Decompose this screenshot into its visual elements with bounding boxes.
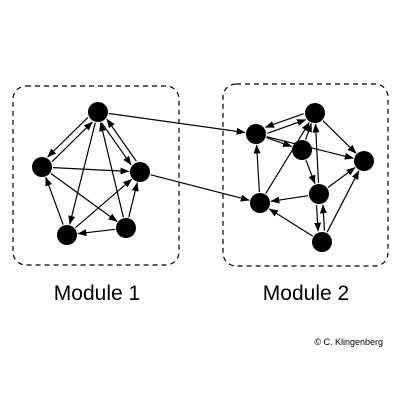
nodes-group <box>32 102 374 252</box>
edge-arrow <box>101 122 132 166</box>
edge-arrow <box>266 137 293 147</box>
edge-arrow <box>319 204 327 231</box>
network-node <box>309 184 329 204</box>
edge-arrow <box>305 160 316 185</box>
network-node <box>312 232 332 252</box>
edge-arrow <box>264 113 304 128</box>
edge-arrow <box>68 122 96 225</box>
edge-arrow <box>327 167 356 188</box>
edge-arrow <box>270 195 309 204</box>
edge-arrow <box>322 120 357 154</box>
network-node <box>250 193 270 213</box>
edge-arrow <box>52 167 130 175</box>
edge-arrow <box>326 170 360 233</box>
edge-arrow <box>45 176 64 225</box>
module-2-label: Module 2 <box>262 282 350 305</box>
edge-arrow <box>99 122 124 218</box>
network-node <box>130 162 150 182</box>
edge-arrow <box>314 205 322 232</box>
edge-arrow <box>312 123 320 184</box>
network-node <box>57 225 77 245</box>
network-node <box>88 102 108 122</box>
network-node <box>292 140 312 160</box>
edge-arrow <box>305 122 312 140</box>
module-1-label: Module 1 <box>53 282 141 305</box>
network-node <box>305 103 325 123</box>
edge-arrow <box>267 119 307 134</box>
network-node <box>354 151 374 171</box>
copyright-notice: © C. Klingenberg <box>314 337 383 347</box>
edge-arrow <box>50 173 118 222</box>
edge-arrow <box>253 144 261 193</box>
module-2-boundary <box>222 83 389 267</box>
edge-arrow <box>268 208 314 237</box>
network-node <box>246 124 266 144</box>
network-node <box>116 218 136 238</box>
network-node <box>32 157 52 177</box>
edge-arrow <box>150 174 250 202</box>
edge-arrow <box>51 121 93 163</box>
edges-group <box>45 112 360 237</box>
edge-arrow <box>108 112 246 135</box>
edge-arrow <box>106 118 137 162</box>
edge-arrow <box>265 121 310 194</box>
edge-arrow <box>128 182 139 218</box>
edge-arrow <box>47 116 89 158</box>
edge-arrow <box>74 178 133 229</box>
edge-arrow <box>77 228 116 237</box>
module-1-boundary <box>12 85 180 266</box>
